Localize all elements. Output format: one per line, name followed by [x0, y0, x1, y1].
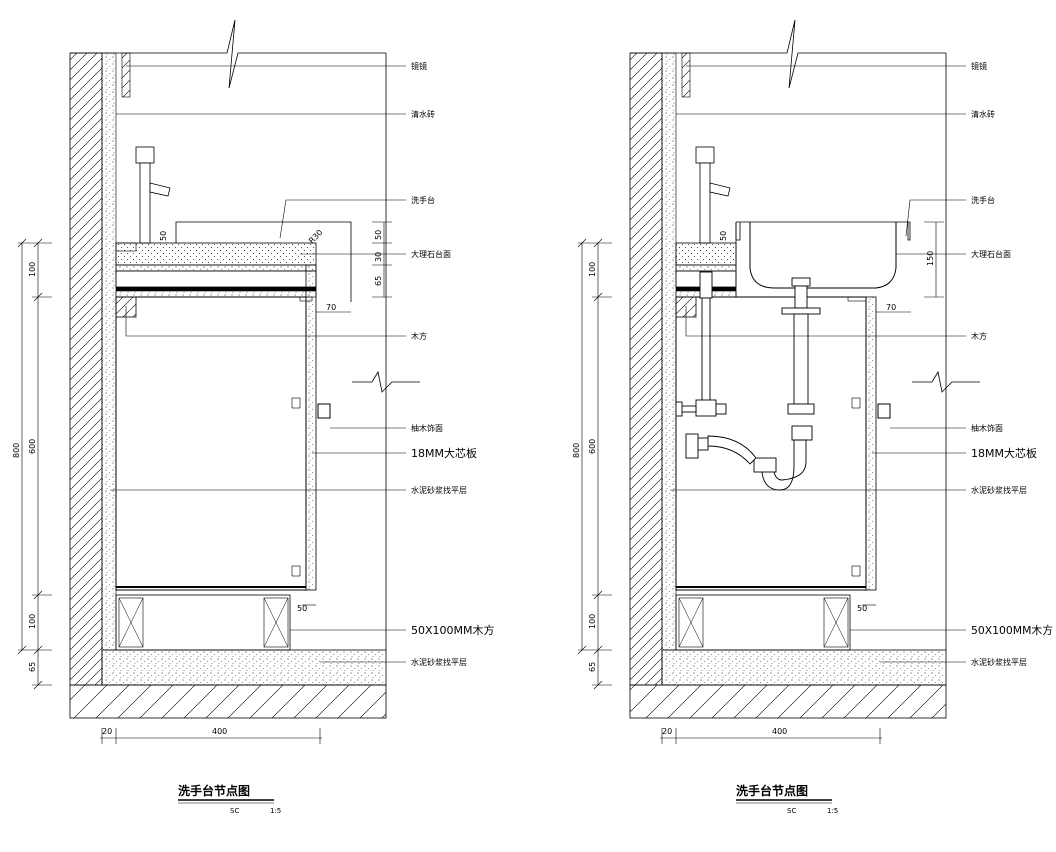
label-blockboard: 18MM大芯板 [971, 446, 1037, 460]
scale-code: SC [787, 807, 796, 815]
label-batten: 木方 [411, 331, 427, 341]
plaster-layer [661, 52, 677, 651]
dim-50-door: 50 [857, 604, 867, 613]
label-marble-top: 大理石台面 [411, 249, 451, 259]
dim-50-right: 50 [374, 230, 383, 240]
door-handle [317, 403, 331, 419]
dimension-bottom [100, 728, 322, 744]
label-screed-wall: 水泥砂浆找平层 [971, 485, 1027, 495]
label-screed-wall: 水泥砂浆找平层 [411, 485, 467, 495]
label-washbasin: 洗手台 [411, 195, 435, 205]
dim-50-faucet: 50 [159, 231, 168, 241]
label-mirror: 镜镜 [411, 61, 427, 71]
mirror [121, 52, 131, 98]
cabinet-door [305, 264, 317, 591]
cabinet-body [115, 296, 307, 591]
brick-wall [69, 52, 103, 686]
dimension-right [862, 221, 944, 606]
break-line-top [70, 19, 386, 89]
dim-30: 30 [374, 252, 383, 262]
label-teak-veneer: 柚木饰面 [411, 423, 443, 433]
label-screed-floor: 水泥砂浆找平层 [411, 657, 467, 667]
break-line-top [630, 19, 946, 89]
dim-65: 65 [588, 662, 597, 672]
dim-20: 20 [102, 727, 112, 736]
dim-50-faucet: 50 [719, 231, 728, 241]
dim-800: 800 [12, 443, 21, 458]
label-marble-top: 大理石台面 [971, 249, 1011, 259]
scale-ratio: 1:5 [270, 807, 281, 815]
dim-20: 20 [662, 727, 672, 736]
dim-70: 70 [886, 303, 896, 312]
dim-r30: R30 [307, 228, 325, 246]
faucet [135, 146, 171, 244]
panel-right: 镜镜 清水砖 洗手台 大理石台面 木方 柚木饰面 18MM大芯板 水泥砂浆找平层… [572, 19, 1053, 815]
label-blockboard: 18MM大芯板 [411, 446, 477, 460]
dimension-left [17, 238, 52, 690]
leader-lines [670, 65, 966, 663]
washbasin [735, 221, 911, 241]
dim-70: 70 [326, 303, 336, 312]
dim-50-door: 50 [297, 604, 307, 613]
label-timber: 50X100MM木方 [971, 623, 1053, 637]
break-line-mid [352, 370, 420, 393]
mirror [681, 52, 691, 98]
dim-100-bottom: 100 [28, 614, 37, 629]
dim-100-top: 100 [588, 262, 597, 277]
label-screed-floor: 水泥砂浆找平层 [971, 657, 1027, 667]
faucet [695, 146, 731, 244]
dim-65: 65 [28, 662, 37, 672]
dim-400: 400 [212, 727, 227, 736]
dim-100-bottom: 100 [588, 614, 597, 629]
door-handle [877, 403, 891, 419]
label-teak-veneer: 柚木饰面 [971, 423, 1003, 433]
dim-800: 800 [572, 443, 581, 458]
dim-100-top: 100 [28, 262, 37, 277]
supply-pipe [675, 271, 727, 459]
drain-trap [707, 277, 821, 491]
marble-countertop [675, 242, 737, 266]
drawing-title: 洗手台节点图 [736, 783, 808, 798]
floor-slab [629, 684, 947, 719]
basin-outline [175, 221, 352, 302]
leader-lines [110, 65, 406, 663]
brick-wall [629, 52, 663, 686]
cabinet-body [675, 296, 867, 591]
marble-countertop [115, 242, 317, 266]
label-batten: 木方 [971, 331, 987, 341]
dimension-left [577, 238, 612, 690]
dim-600: 600 [28, 439, 37, 454]
screed-layer [661, 649, 947, 686]
plaster-layer [101, 52, 117, 651]
panel-left: 镜镜 清水砖 洗手台 大理石台面 木方 柚木饰面 18MM大芯板 水泥砂浆找平层… [12, 19, 495, 815]
screed-layer [101, 649, 387, 686]
label-mirror: 镜镜 [971, 61, 987, 71]
dim-400: 400 [772, 727, 787, 736]
label-brick: 清水砖 [971, 109, 995, 119]
dim-600: 600 [588, 439, 597, 454]
dimension-right [302, 221, 392, 606]
label-timber: 50X100MM木方 [411, 623, 495, 637]
break-line-mid [912, 370, 980, 393]
scale-ratio: 1:5 [827, 807, 838, 815]
label-brick: 清水砖 [411, 109, 435, 119]
dim-65-right: 65 [374, 276, 383, 286]
drawing-title: 洗手台节点图 [178, 783, 250, 798]
dim-150: 150 [926, 251, 935, 266]
floor-slab [69, 684, 387, 719]
dimension-bottom [660, 728, 882, 744]
scale-code: SC [230, 807, 239, 815]
label-washbasin: 洗手台 [971, 195, 995, 205]
